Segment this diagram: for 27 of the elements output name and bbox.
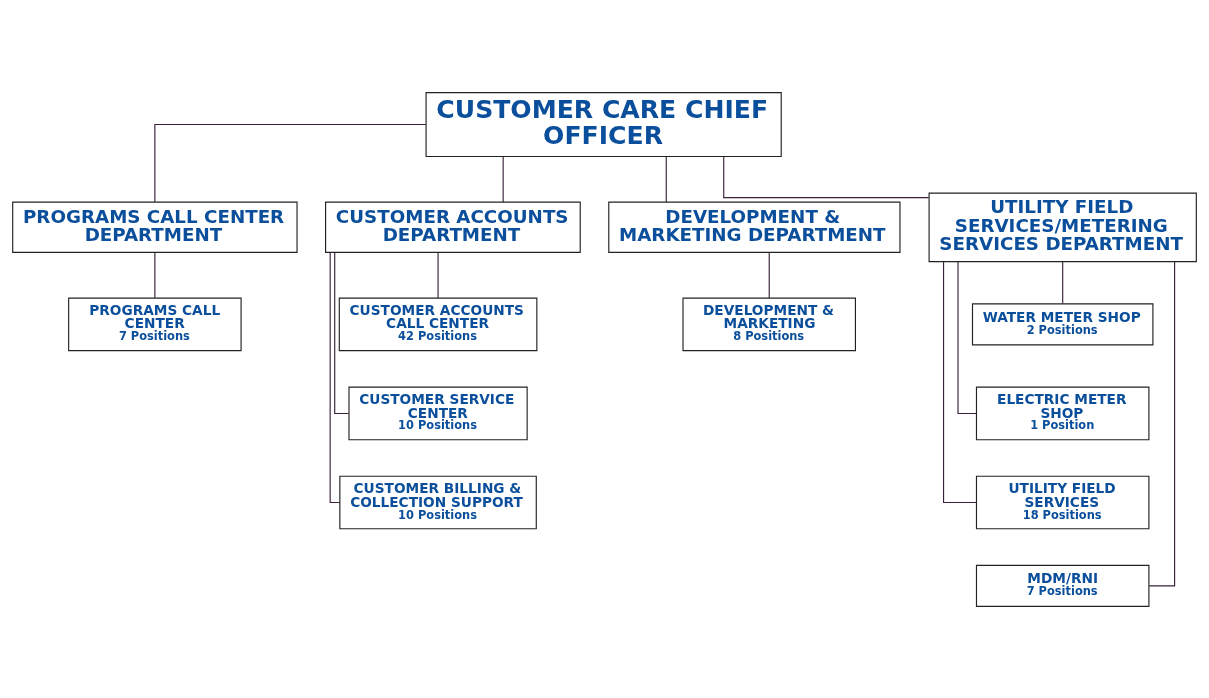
node-box: ELECTRIC METER SHOP 1 Position (975, 386, 1150, 440)
connector (334, 251, 350, 414)
node-box: UTILITY FIELD SERVICES 18 Positions (975, 475, 1150, 529)
connector (329, 251, 341, 503)
connector (154, 123, 427, 202)
node-box: DEVELOPMENT & MARKETING DEPARTMENT (608, 201, 901, 253)
node-box: PROGRAMS CALL CENTER 7 Positions (68, 297, 242, 351)
connector (768, 251, 770, 299)
connector (665, 156, 667, 203)
node-box: CUSTOMER ACCOUNTS CALL CENTER 42 Positions (338, 297, 538, 351)
node-box: CUSTOMER ACCOUNTS DEPARTMENT (325, 201, 581, 253)
node-box: DEVELOPMENT & MARKETING 8 Positions (682, 297, 856, 351)
node-box: WATER METER SHOP 2 Positions (971, 302, 1154, 345)
node-box: CUSTOMER CARE CHIEF OFFICER (425, 91, 782, 157)
node-box: CUSTOMER BILLING & COLLECTION SUPPORT 10 Positions (339, 475, 537, 529)
node-box: PROGRAMS CALL CENTER DEPARTMENT (12, 201, 298, 253)
connector (437, 251, 439, 299)
connector (1062, 260, 1064, 304)
connector (943, 260, 977, 503)
node-box: CUSTOMER SERVICE CENTER 10 Positions (348, 386, 528, 440)
node-box: UTILITY FIELD SERVICES/METERING SERVICES DEPARTMENT (928, 192, 1197, 262)
node-box: MDM/RNI 7 Positions (975, 564, 1150, 607)
connector (154, 251, 156, 299)
connector (1148, 260, 1176, 586)
connector (957, 260, 977, 414)
connector (502, 156, 504, 203)
connector (723, 155, 930, 198)
